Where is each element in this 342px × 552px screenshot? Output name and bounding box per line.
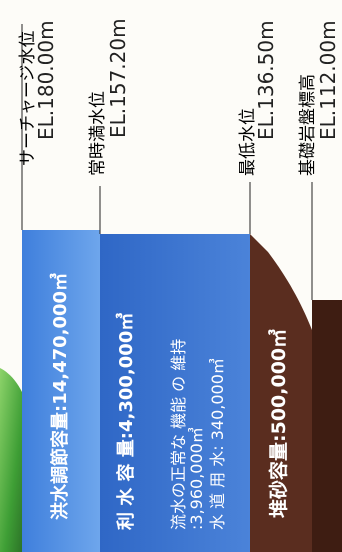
normal-flow-capacity-label: 流水の正常な 機能 の 維持 :3,960,000㎥ [169, 338, 206, 530]
sediment-capacity-label: 堆砂容量:500,000㎥ [268, 328, 290, 518]
foundation-level-name: 基礎岩盤標高 [298, 74, 318, 176]
foundation-rock [312, 300, 342, 552]
normal-full-level-elevation: EL.157.20m [106, 18, 130, 138]
utilization-capacity-label: 利 水 容 量:4,300,000㎥ [116, 312, 137, 530]
normal-full-level-name: 常時満水位 [88, 91, 108, 176]
flood-control-capacity-label: 洪水調節容量:14,470,000㎥ [50, 272, 71, 520]
hill-slope [0, 368, 24, 552]
utilization-zone [100, 234, 250, 552]
min-level-elevation: EL.136.50m [254, 20, 278, 140]
water-supply-capacity-label: 水 道 用 水: 340,000㎥ [208, 358, 227, 530]
surcharge-level-elevation: EL.180.00m [34, 20, 58, 140]
foundation-level-elevation: EL.112.00m [316, 20, 340, 140]
sediment-zone [250, 234, 318, 552]
flood-control-zone [22, 230, 100, 552]
